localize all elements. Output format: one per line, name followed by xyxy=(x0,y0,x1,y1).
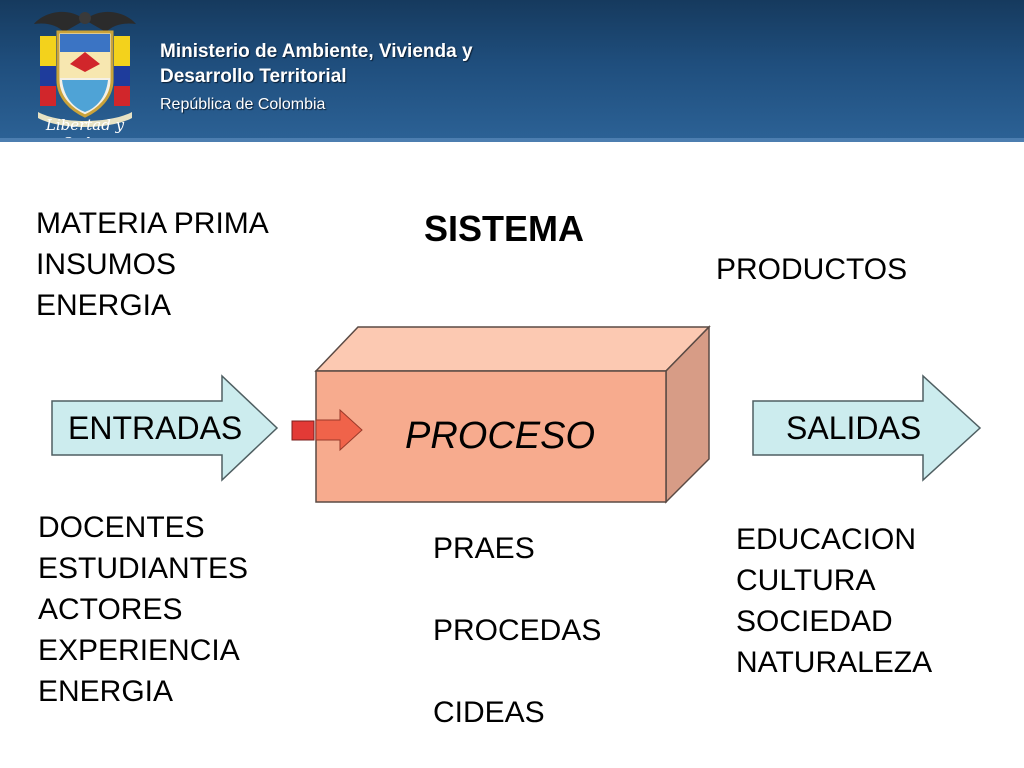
entradas-label: ENTRADAS xyxy=(68,410,243,446)
salidas-label: SALIDAS xyxy=(786,410,922,446)
small-arrow-head xyxy=(315,408,363,452)
ministry-name-line2: Desarrollo Territorial xyxy=(160,66,347,87)
list-item: DOCENTES xyxy=(38,511,205,544)
salidas-items-list: EDUCACION CULTURA SOCIEDAD NATURALEZA xyxy=(736,519,932,683)
list-item: ENERGIA xyxy=(38,675,174,708)
proceso-label: PROCESO xyxy=(405,415,596,457)
input-resources-list: MATERIA PRIMA INSUMOS ENERGIA xyxy=(36,203,269,326)
diagram-title: SISTEMA xyxy=(424,208,585,249)
list-item: CULTURA xyxy=(736,564,876,597)
list-item: SOCIEDAD xyxy=(736,605,893,638)
list-item: INSUMOS xyxy=(36,248,177,281)
proceso-items-list: PRAES PROCEDAS CIDEAS xyxy=(433,528,601,733)
list-item: PRAES xyxy=(433,532,535,565)
list-item: PROCEDAS xyxy=(433,614,602,647)
colombia-coat-of-arms-icon xyxy=(34,11,136,127)
entradas-arrow-shape xyxy=(51,374,279,482)
list-item: MATERIA PRIMA xyxy=(36,207,269,240)
list-item: ACTORES xyxy=(38,593,183,626)
list-item: EXPERIENCIA xyxy=(38,634,240,667)
entradas-items-list: DOCENTES ESTUDIANTES ACTORES EXPERIENCIA… xyxy=(38,507,248,712)
small-arrow-tail xyxy=(291,420,315,441)
list-item: ENERGIA xyxy=(36,289,172,322)
salidas-arrow-shape xyxy=(752,374,982,482)
list-item: EDUCACION xyxy=(736,523,917,556)
country-name: República de Colombia xyxy=(160,96,326,113)
outputs-header: PRODUCTOS xyxy=(716,253,908,286)
process-box-top-face xyxy=(314,326,711,372)
list-item: ESTUDIANTES xyxy=(38,552,249,585)
ministry-name-line1: Ministerio de Ambiente, Vivienda y xyxy=(160,41,473,62)
list-item: CIDEAS xyxy=(433,696,545,729)
list-item: NATURALEZA xyxy=(736,646,933,679)
header-banner: Libertad y Orden Ministerio de Ambiente,… xyxy=(0,0,1024,152)
